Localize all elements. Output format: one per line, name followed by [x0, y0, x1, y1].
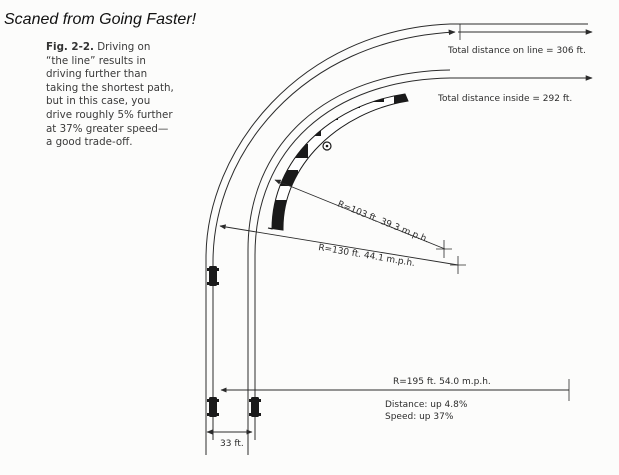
label-distance-on-line: Total distance on line = 306 ft.	[447, 46, 586, 56]
radius-line-mid	[219, 224, 459, 266]
figure-caption: Fig. 2-2. Driving on “the line” results …	[46, 41, 174, 150]
road-edge-outer	[205, 23, 588, 455]
label-speed-change: Speed: up 37%	[385, 412, 454, 422]
car-icon	[207, 397, 219, 417]
apex-marker-icon	[322, 141, 332, 151]
label-radius-mid: R=130 ft. 44.1 m.p.h.	[318, 243, 416, 269]
label-radius-line: R=195 ft. 54.0 m.p.h.	[393, 377, 491, 387]
road-edge-inner	[247, 69, 451, 455]
header-note: Scaned from Going Faster!	[4, 11, 197, 28]
center-mark-inside	[436, 240, 452, 258]
label-radius-inside: R=103 ft. 39.3 m.p.h.	[336, 200, 430, 246]
label-distance-inside: Total distance inside = 292 ft.	[437, 94, 572, 104]
caption-label: Fig. 2-2.	[46, 41, 94, 53]
label-distance-change: Distance: up 4.8%	[385, 400, 468, 410]
caption-text: Driving on “the line” results in driving…	[46, 41, 174, 149]
racing-line-path	[212, 29, 456, 440]
inside-path	[254, 75, 593, 440]
center-mark-mid	[450, 256, 466, 274]
radius-line-inside	[274, 179, 446, 250]
label-lane-width: 33 ft.	[220, 439, 244, 449]
car-icon	[249, 397, 261, 417]
car-icon	[207, 266, 219, 286]
